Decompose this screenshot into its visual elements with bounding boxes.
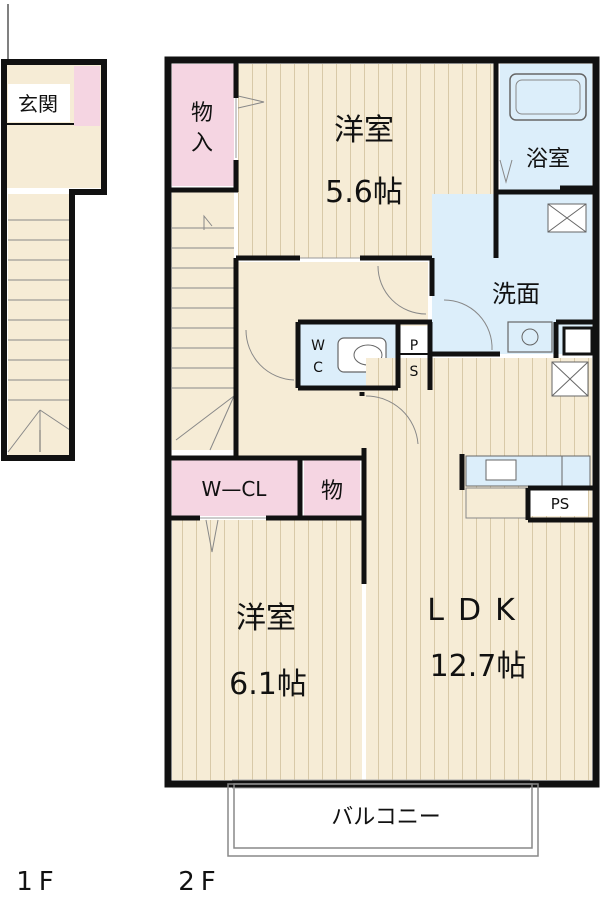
door-swings <box>205 95 513 553</box>
entrance-label-box <box>8 84 70 122</box>
pipe-space-1-label-line1: P <box>410 338 418 354</box>
floor-1: 玄関 <box>1 4 107 461</box>
bathtub-inner <box>515 79 581 115</box>
pipe-space-2-box <box>530 490 588 516</box>
washbasin-bowl <box>521 328 539 346</box>
entrance-door-swing <box>7 4 69 69</box>
stairs-1f-treads <box>7 219 71 453</box>
storage-small-label: 物 <box>321 479 343 504</box>
floor-2-label: 2F <box>178 867 222 897</box>
kitchen-sink <box>485 459 517 481</box>
washroom-label: 洗面 <box>492 280 540 308</box>
western-room-top-name: 洋室 <box>334 113 394 148</box>
storage-top-label-line1: 物 <box>191 101 213 126</box>
ldk-hall-connection <box>366 394 426 458</box>
stairs-2f <box>172 192 234 450</box>
balcony-label: バルコニー <box>331 805 441 830</box>
stairs-2f-treads <box>172 214 235 451</box>
storage-top-label-line2: 入 <box>191 131 213 156</box>
western-room-bottom-floor <box>172 520 362 780</box>
bathtub <box>509 73 587 121</box>
floor-2-outer-walls <box>164 56 600 788</box>
walk-in-closet-label: W—CL <box>202 477 268 501</box>
floor-1-walls <box>1 59 107 461</box>
entrance-storage <box>74 66 100 126</box>
stairs-1f <box>8 194 70 456</box>
ldk-size: 12.7帖 <box>430 649 527 684</box>
toilet-label-line2: C <box>313 360 323 376</box>
western-room-top-size: 5.6帖 <box>325 175 403 210</box>
washing-machine-drain <box>547 203 587 233</box>
storage-top-area <box>172 64 234 186</box>
ldk-name: LDK <box>427 593 529 628</box>
entrance-label: 玄関 <box>18 92 58 116</box>
floor-1-label: 1F <box>16 867 60 897</box>
pipe-space-1-label-line2: S <box>410 364 419 380</box>
balcony <box>227 783 539 857</box>
floor-2-interior-walls <box>168 60 596 584</box>
fridge-space <box>551 361 589 397</box>
bathroom-label: 浴室 <box>526 147 570 172</box>
balcony-window-lines <box>232 779 530 789</box>
storage-small-floor <box>304 460 360 516</box>
wash-column <box>562 326 594 356</box>
walk-in-closet-floor <box>172 460 298 516</box>
kitchen-counter <box>465 455 591 487</box>
floor-2: 物 入 洋室 5.6帖 浴室 洗面 W C P S W—CL 物 PS 洋室 6… <box>164 56 600 857</box>
pipe-space-2-label: PS <box>551 495 570 513</box>
western-room-bottom-size: 6.1帖 <box>229 667 307 702</box>
western-room-bottom-name: 洋室 <box>236 601 296 636</box>
kitchen-lower-counter <box>465 487 531 519</box>
toilet-label-line1: W <box>311 338 325 354</box>
washbasin <box>507 321 553 353</box>
